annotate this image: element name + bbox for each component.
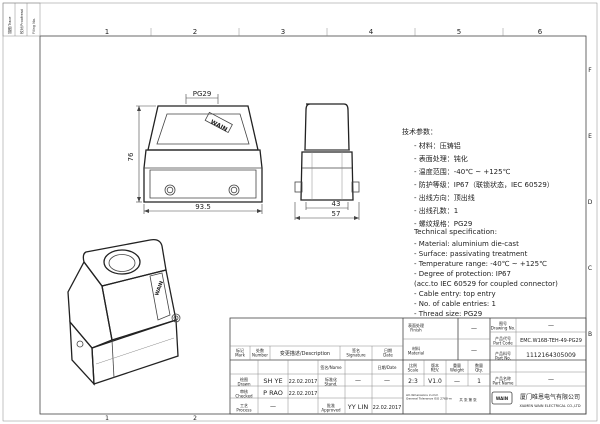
corner-proofread: 校对/Proofread: [19, 9, 24, 34]
corner-filing: Filing No.: [32, 18, 36, 34]
part-no-value: 1112164305009: [526, 352, 576, 359]
checked-date: 22.02.2017: [289, 391, 318, 397]
zone-right-b: E: [588, 133, 592, 140]
drawn-date: 22.02.2017: [289, 379, 318, 385]
rev-description-header: 变更描述/Description: [280, 350, 330, 357]
notes-cn-item-2: - 表面处理：钝化: [414, 154, 468, 163]
zone-right-d: C: [588, 265, 592, 272]
zone-top-5: 5: [457, 28, 461, 36]
notes-en-item-8: - Thread size: PG29: [414, 310, 482, 318]
notes-chinese: 技术参数： - 材料：压铸铝 - 表面处理：钝化 - 温度范围：-40℃ ~ +…: [402, 127, 554, 228]
sig-date-header: 日期/Date: [378, 364, 397, 370]
zone-letters-right: F E D C B: [588, 67, 593, 338]
scale-value: 2:3: [408, 378, 418, 385]
front-width-dim: 93.5: [195, 203, 211, 211]
weight-value: —: [454, 378, 460, 385]
notes-cn-item-7: - 螺纹规格：PG29: [414, 219, 472, 228]
company-name-cn: 厦门唯恩电气有限公司: [520, 393, 580, 401]
part-name-value: —: [548, 376, 554, 383]
notes-en-item-5: (acc.to IEC 60529 for coupled connector): [414, 280, 558, 288]
drawing-no-value: —: [548, 322, 554, 329]
drawn-name: SH YE: [263, 377, 282, 385]
notes-cn-item-4: - 防护等级：IP67（联锁状态，IEC 60529）: [414, 180, 554, 189]
zone-right-e: B: [588, 331, 592, 338]
std-date: —: [384, 377, 390, 384]
side-view: 43 57: [294, 103, 360, 220]
company-name-en: XIAMEN WAIN ELECTRICAL CO.,LTD: [519, 404, 580, 408]
side-inner-dim: 43: [332, 200, 341, 208]
notes-en-item-3: - Temperature range: -40℃ ~ +125℃: [414, 260, 547, 268]
zone-numbers-bottom: 1 2: [105, 415, 197, 422]
notes-en-item-7: - No. of cable entries: 1: [414, 300, 496, 308]
notes-cn-item-5: - 出线方向：顶出线: [414, 193, 475, 202]
zone-top-4: 4: [369, 28, 374, 36]
zone-top-1: 1: [105, 28, 109, 36]
part-code-value: EMC.W16B-TEH-49-PG29: [520, 338, 582, 344]
process-name: —: [270, 403, 276, 410]
notes-en-item-1: - Material: aluminium die-cast: [414, 240, 519, 248]
sig-name-header: 签名/Name: [320, 364, 342, 370]
finish-value: —: [471, 325, 477, 332]
zone-top-6: 6: [538, 28, 543, 36]
std-value: —: [355, 377, 361, 384]
front-view: PG29 WAIN 93.5 76: [127, 90, 263, 214]
notes-cn-item-6: - 出线孔数：1: [414, 206, 458, 215]
material-value: —: [471, 347, 477, 354]
company-logo: WAIN: [496, 396, 508, 401]
zone-top-3: 3: [281, 28, 285, 36]
corner-filing-box: 描图/Trace 校对/Proofread Filing No.: [2, 2, 41, 37]
side-outer-dim: 57: [332, 210, 341, 218]
qty-value: 1: [477, 378, 481, 385]
zone-right-a: F: [588, 67, 592, 74]
zone-bottom-2: 2: [193, 415, 197, 422]
front-height-dim: 76: [127, 152, 135, 161]
zone-right-c: D: [588, 199, 593, 206]
approved-date: 22.02.2017: [373, 405, 402, 411]
notes-cn-item-1: - 材料：压铸铝: [414, 141, 461, 150]
iso-logo: WAIN: [154, 280, 165, 296]
notes-en-item-4: - Degree of protection: IP67: [414, 270, 511, 278]
notes-en-item-6: - Cable entry: top entry: [414, 290, 496, 298]
zone-top-2: 2: [193, 28, 197, 36]
notes-english: Technical specification: - Material: alu…: [413, 227, 558, 318]
notes-en-title: Technical specification:: [413, 227, 497, 236]
zone-bottom-1: 1: [105, 415, 109, 422]
notes-en-item-2: - Surface: passivating treatment: [414, 250, 528, 258]
front-pg29-label: PG29: [193, 90, 212, 98]
checked-name: P RAO: [263, 389, 283, 397]
corner-trace: 描图/Trace: [7, 17, 12, 34]
sheet-count: 共 张 第 张: [459, 397, 477, 402]
notes-cn-title: 技术参数：: [402, 127, 437, 136]
rev-value: V1.0: [428, 378, 442, 385]
zone-numbers-top: 1 2 3 4 5 6: [105, 28, 543, 36]
notes-cn-item-3: - 温度范围：-40℃ ~ +125℃: [414, 167, 511, 176]
isometric-view: WAIN: [67, 238, 181, 386]
approved-name: YY LIN: [347, 403, 369, 411]
